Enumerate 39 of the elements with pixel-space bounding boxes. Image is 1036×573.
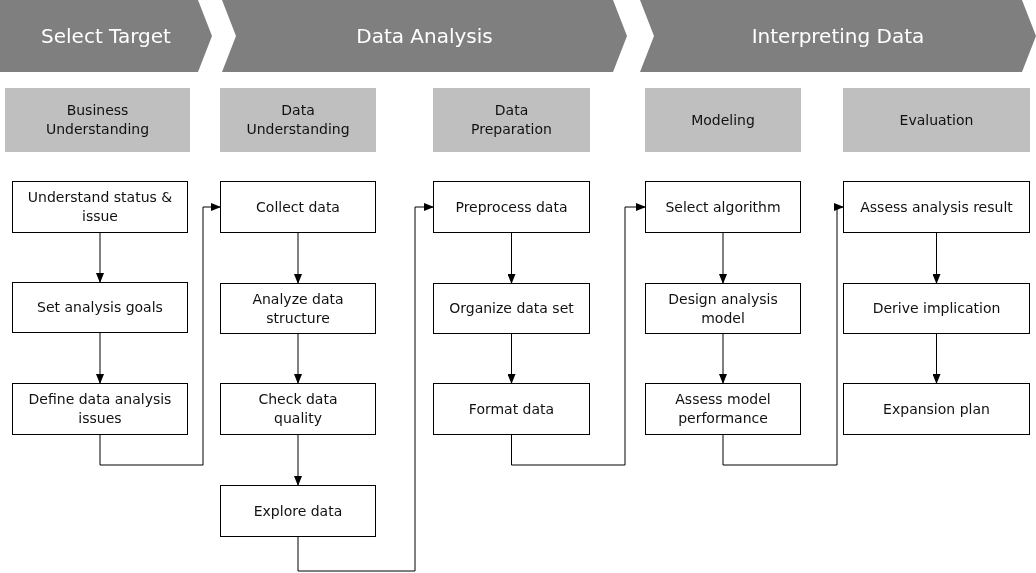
process-box: Design analysis model: [645, 283, 801, 334]
phase-banner: Data Analysis: [222, 0, 627, 72]
arrow: [507, 333, 516, 384]
arrow: [294, 333, 302, 384]
process-box: Preprocess data: [433, 181, 590, 233]
stage-header: Evaluation: [843, 88, 1030, 152]
process-box: Define data analysis issues: [12, 383, 188, 435]
process-box: Assess model performance: [645, 383, 801, 435]
stage-header: Data Understanding: [220, 88, 376, 152]
process-box: Expansion plan: [843, 383, 1030, 435]
arrow: [297, 203, 434, 572]
phase-banner: Select Target: [0, 0, 212, 72]
arrow: [722, 203, 844, 466]
arrow: [99, 203, 221, 466]
arrow: [719, 333, 727, 384]
arrow: [511, 203, 646, 466]
process-box: Collect data: [220, 181, 376, 233]
process-box: Select algorithm: [645, 181, 801, 233]
process-box: Check data quality: [220, 383, 376, 435]
process-box: Set analysis goals: [12, 282, 188, 333]
stage-header: Modeling: [645, 88, 801, 152]
process-box: Organize data set: [433, 283, 590, 334]
arrow: [507, 232, 516, 284]
phase-banner: Interpreting Data: [640, 0, 1036, 72]
stage-header: Data Preparation: [433, 88, 590, 152]
process-box: Assess analysis result: [843, 181, 1030, 233]
arrow: [96, 232, 104, 283]
process-box: Derive implication: [843, 283, 1030, 334]
process-box: Format data: [433, 383, 590, 435]
arrow: [719, 232, 727, 284]
arrow: [96, 332, 104, 384]
arrow: [294, 232, 302, 284]
process-box: Understand status & issue: [12, 181, 188, 233]
process-box: Analyze data structure: [220, 283, 376, 334]
arrow: [932, 333, 941, 384]
arrow: [932, 232, 941, 284]
process-box: Explore data: [220, 485, 376, 537]
arrow: [294, 434, 302, 486]
stage-header: Business Understanding: [5, 88, 190, 152]
